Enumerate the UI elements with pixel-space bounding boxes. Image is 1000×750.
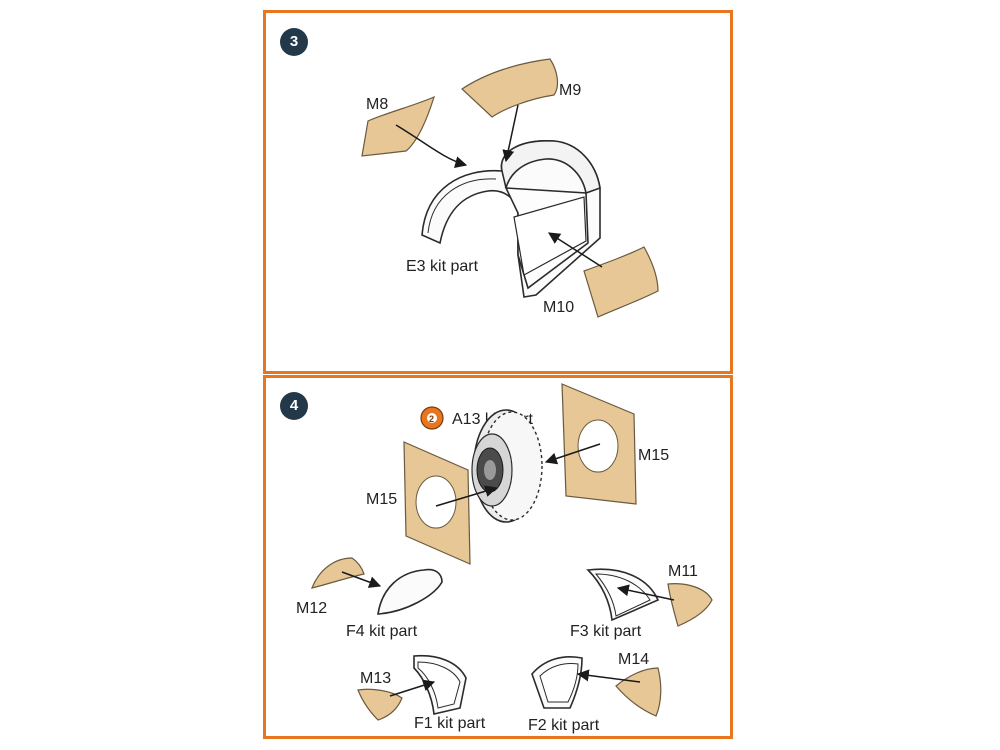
arrow-m13 (389, 679, 436, 697)
arrow-m8 (395, 124, 468, 168)
a13-wheel-kit-part (471, 409, 543, 523)
arrow-m12 (341, 571, 382, 588)
label-e3: E3 kit part (406, 258, 479, 275)
label-m9: M9 (559, 82, 581, 99)
step-number-badge: 4 (280, 392, 308, 420)
f4-kit-part (377, 568, 443, 615)
step-number-badge: 3 (280, 28, 308, 56)
m12-mask (311, 557, 365, 589)
a13-reference-icon: 2 (420, 406, 444, 430)
arrow-m11 (616, 584, 675, 601)
m14-mask (615, 667, 662, 717)
step-3-diagram: M8 M9 E3 kit part M10 (361, 58, 659, 318)
m11-mask (667, 583, 713, 627)
arrow-m14 (576, 669, 641, 683)
label-f3: F3 kit part (570, 623, 642, 640)
arrow-m9 (502, 104, 519, 163)
label-m8: M8 (366, 96, 388, 113)
arrow-m10 (547, 232, 603, 268)
step-3-panel: 3 M8 M9 E3 kit part M10 (263, 10, 733, 374)
arrow-m15-right (544, 443, 601, 465)
label-m13: M13 (360, 670, 391, 687)
step-4-panel: 4 2 A13 kit part (263, 375, 733, 739)
svg-text:2: 2 (429, 414, 434, 424)
e3-kit-part (421, 140, 601, 298)
arrow-m15-left (435, 485, 498, 507)
label-f1: F1 kit part (414, 715, 486, 732)
label-m10: M10 (543, 299, 574, 316)
label-f2: F2 kit part (528, 717, 600, 734)
label-f4: F4 kit part (346, 623, 418, 640)
m13-mask (357, 688, 403, 721)
m10-mask (583, 246, 659, 318)
label-m15-left: M15 (366, 491, 397, 508)
step-4-diagram: 2 A13 kit part M15 M15 M12 (296, 383, 713, 734)
m9-mask (461, 58, 559, 118)
label-m14: M14 (618, 651, 649, 668)
label-m12: M12 (296, 600, 327, 617)
label-m11: M11 (668, 563, 698, 580)
label-m15-right: M15 (638, 447, 669, 464)
m15-left-mask (403, 441, 471, 565)
